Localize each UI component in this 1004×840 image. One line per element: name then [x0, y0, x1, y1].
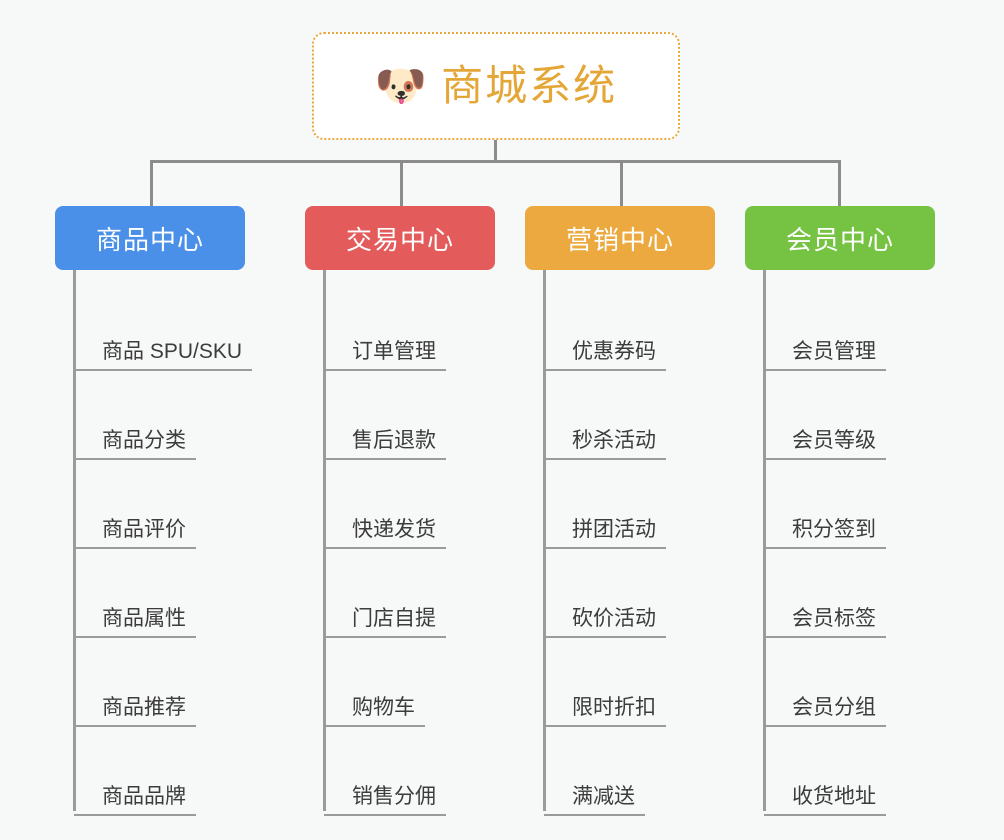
branch-trunk-line [323, 270, 326, 811]
leaf-item-label: 商品 SPU/SKU [74, 340, 253, 371]
leaf-item-label: 砍价活动 [544, 607, 666, 638]
leaf-item-label: 收货地址 [764, 785, 886, 816]
root-node-content: 🐶 商城系统 [375, 65, 617, 107]
leaf-item[interactable]: 商品属性 [55, 549, 245, 638]
connector-drop-product-center [150, 160, 153, 206]
leaf-item[interactable]: 门店自提 [305, 549, 495, 638]
branch-trade-center: 交易中心 订单管理 售后退款 快递发货 门店自提 购物车 销售分佣 [305, 206, 495, 816]
leaf-item-label: 快递发货 [324, 518, 446, 549]
branch-marketing-center: 营销中心 优惠券码 秒杀活动 拼团活动 砍价活动 限时折扣 满减送 [525, 206, 715, 816]
leaf-item[interactable]: 会员管理 [745, 282, 935, 371]
branch-trunk-line [763, 270, 766, 811]
branch-body-trade-center: 订单管理 售后退款 快递发货 门店自提 购物车 销售分佣 [305, 270, 495, 816]
leaf-item[interactable]: 商品 SPU/SKU [55, 282, 253, 371]
leaf-item[interactable]: 秒杀活动 [525, 371, 715, 460]
branch-header-label: 商品中心 [95, 224, 204, 255]
leaf-item[interactable]: 优惠券码 [525, 282, 715, 371]
leaf-item[interactable]: 拼团活动 [525, 460, 715, 549]
leaf-item-label: 会员管理 [764, 340, 886, 371]
leaf-item[interactable]: 商品评价 [55, 460, 245, 549]
branch-header-trade-center[interactable]: 交易中心 [305, 206, 495, 270]
branch-trunk-line [73, 270, 76, 811]
leaf-item[interactable]: 快递发货 [305, 460, 495, 549]
branch-header-label: 营销中心 [565, 224, 674, 255]
branch-header-label: 会员中心 [785, 224, 894, 255]
branch-header-marketing-center[interactable]: 营销中心 [525, 206, 715, 270]
leaf-item[interactable]: 商品推荐 [55, 638, 245, 727]
leaf-item-label: 优惠券码 [544, 340, 666, 371]
leaf-item[interactable]: 商品品牌 [55, 727, 245, 816]
leaf-item-label: 限时折扣 [544, 696, 666, 727]
leaf-list-trade-center: 订单管理 售后退款 快递发货 门店自提 购物车 销售分佣 [305, 282, 495, 816]
leaf-item[interactable]: 会员标签 [745, 549, 935, 638]
connector-root-stem [494, 140, 497, 162]
branch-body-product-center: 商品 SPU/SKU 商品分类 商品评价 商品属性 商品推荐 商品品牌 [55, 270, 253, 816]
leaf-item-label: 会员标签 [764, 607, 886, 638]
root-node[interactable]: 🐶 商城系统 [312, 32, 680, 140]
leaf-item-label: 满减送 [544, 785, 645, 816]
connector-drop-trade-center [400, 160, 403, 206]
leaf-item-label: 购物车 [324, 696, 425, 727]
branch-trunk-line [543, 270, 546, 811]
branch-header-product-center[interactable]: 商品中心 [55, 206, 245, 270]
branch-header-label: 交易中心 [345, 224, 454, 255]
leaf-item-label: 拼团活动 [544, 518, 666, 549]
leaf-item-label: 商品推荐 [74, 696, 196, 727]
leaf-item-label: 秒杀活动 [544, 429, 666, 460]
leaf-item-label: 积分签到 [764, 518, 886, 549]
leaf-item[interactable]: 限时折扣 [525, 638, 715, 727]
leaf-list-product-center: 商品 SPU/SKU 商品分类 商品评价 商品属性 商品推荐 商品品牌 [55, 282, 253, 816]
leaf-item-label: 订单管理 [324, 340, 446, 371]
leaf-item[interactable]: 收货地址 [745, 727, 935, 816]
branch-product-center: 商品中心 商品 SPU/SKU 商品分类 商品评价 商品属性 商品推荐 商品品牌 [55, 206, 253, 816]
connector-drop-marketing-center [620, 160, 623, 206]
branch-body-marketing-center: 优惠券码 秒杀活动 拼团活动 砍价活动 限时折扣 满减送 [525, 270, 715, 816]
leaf-item[interactable]: 销售分佣 [305, 727, 495, 816]
leaf-item[interactable]: 订单管理 [305, 282, 495, 371]
leaf-item-label: 售后退款 [324, 429, 446, 460]
leaf-item-label: 商品分类 [74, 429, 196, 460]
leaf-item-label: 商品品牌 [74, 785, 196, 816]
connector-drop-member-center [838, 160, 841, 206]
leaf-item[interactable]: 会员分组 [745, 638, 935, 727]
leaf-item[interactable]: 售后退款 [305, 371, 495, 460]
leaf-item[interactable]: 购物车 [305, 638, 495, 727]
leaf-item-label: 商品评价 [74, 518, 196, 549]
leaf-list-marketing-center: 优惠券码 秒杀活动 拼团活动 砍价活动 限时折扣 满减送 [525, 282, 715, 816]
branch-member-center: 会员中心 会员管理 会员等级 积分签到 会员标签 会员分组 收货地址 [745, 206, 935, 816]
leaf-item-label: 会员分组 [764, 696, 886, 727]
leaf-item[interactable]: 满减送 [525, 727, 715, 816]
root-title: 商城系统 [441, 62, 618, 109]
branch-body-member-center: 会员管理 会员等级 积分签到 会员标签 会员分组 收货地址 [745, 270, 935, 816]
leaf-item-label: 销售分佣 [324, 785, 446, 816]
shiba-dog-face-icon: 🐶 [374, 62, 428, 109]
leaf-item[interactable]: 会员等级 [745, 371, 935, 460]
leaf-item-label: 门店自提 [324, 607, 446, 638]
leaf-item[interactable]: 砍价活动 [525, 549, 715, 638]
leaf-item-label: 商品属性 [74, 607, 196, 638]
leaf-item[interactable]: 积分签到 [745, 460, 935, 549]
leaf-item[interactable]: 商品分类 [55, 371, 245, 460]
branch-header-member-center[interactable]: 会员中心 [745, 206, 935, 270]
leaf-list-member-center: 会员管理 会员等级 积分签到 会员标签 会员分组 收货地址 [745, 282, 935, 816]
leaf-item-label: 会员等级 [764, 429, 886, 460]
connector-horizontal-bus [150, 160, 840, 163]
